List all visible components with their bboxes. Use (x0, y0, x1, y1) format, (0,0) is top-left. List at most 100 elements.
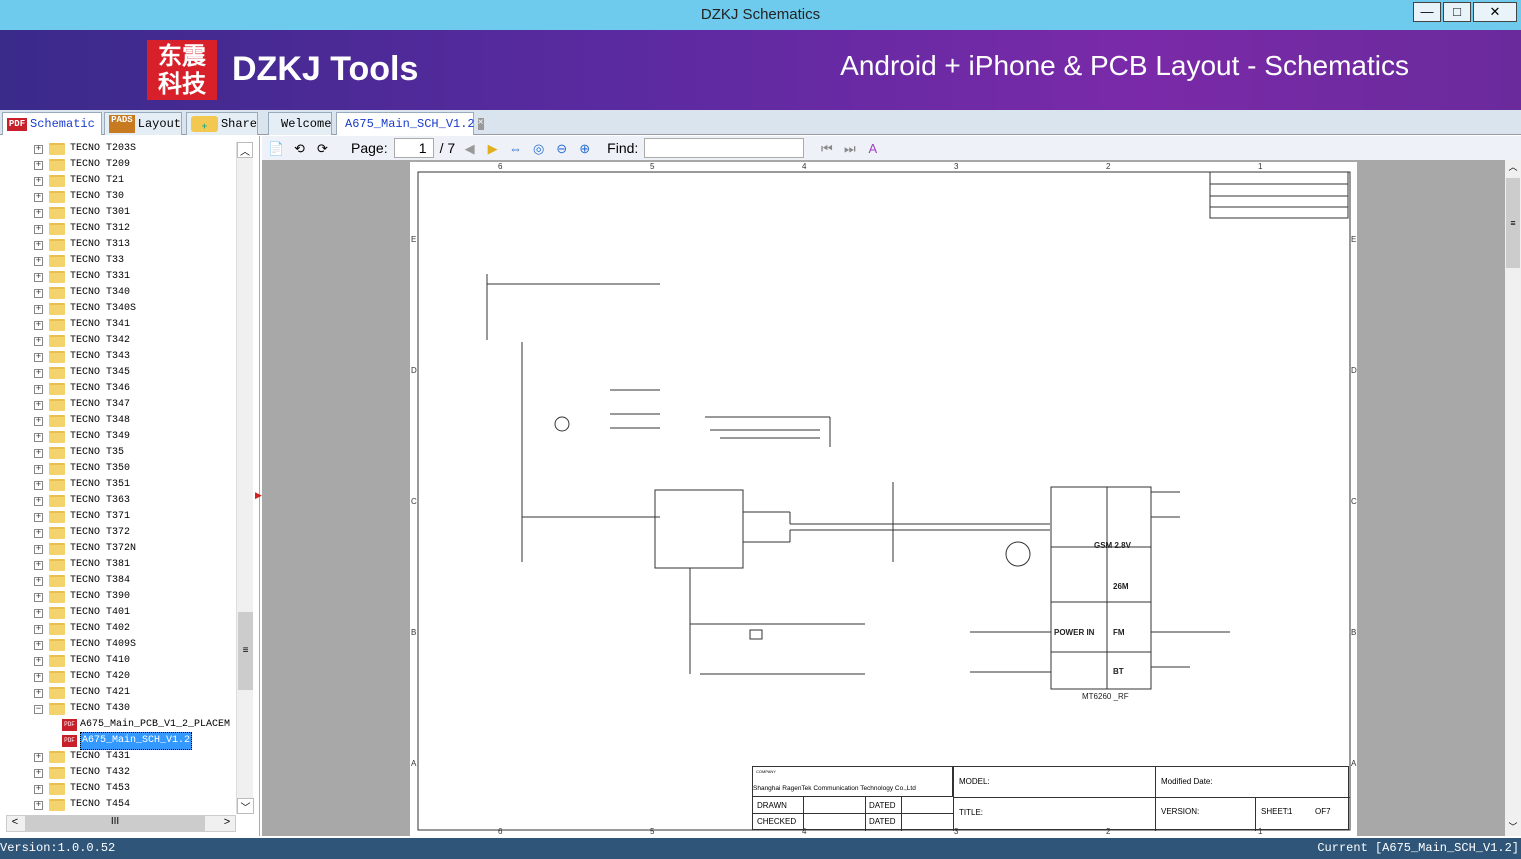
expand-icon[interactable]: + (34, 751, 43, 762)
expand-icon[interactable]: + (34, 399, 43, 410)
expand-icon[interactable]: + (34, 223, 43, 234)
tree-folder-item[interactable]: +TECNO T313 (34, 237, 130, 253)
tree-folder-item[interactable]: +TECNO T381 (34, 557, 130, 573)
rotate-left-icon[interactable]: ⟲ (294, 140, 305, 156)
tree-folder-item[interactable]: +TECNO T346 (34, 381, 130, 397)
tree-folder-item[interactable]: +TECNO T349 (34, 429, 130, 445)
tab-schematic[interactable]: PDF Schematic (2, 112, 102, 135)
expand-icon[interactable]: + (34, 671, 43, 682)
tree-folder-item[interactable]: +TECNO T401 (34, 605, 130, 621)
expand-icon[interactable]: + (34, 255, 43, 266)
expand-icon[interactable]: + (34, 495, 43, 506)
expand-icon[interactable]: + (34, 687, 43, 698)
tree-folder-item[interactable]: +TECNO T33 (34, 253, 124, 269)
expand-icon[interactable]: + (34, 527, 43, 538)
tree-folder-item[interactable]: +TECNO T21 (34, 173, 124, 189)
close-button[interactable]: ✕ (1473, 2, 1517, 22)
scroll-down-button[interactable]: ﹀ (1508, 822, 1518, 832)
expand-icon[interactable]: + (34, 607, 43, 618)
scroll-right-button[interactable]: > (223, 816, 231, 828)
tree-folder-item[interactable]: +TECNO T347 (34, 397, 130, 413)
expand-icon[interactable]: + (34, 463, 43, 474)
scroll-up-button[interactable]: ︿ (1508, 162, 1518, 172)
tree-folder-item[interactable]: +TECNO T431 (34, 749, 130, 765)
tree-folder-item[interactable]: +TECNO T203S (34, 141, 136, 157)
tree-folder-item[interactable]: +TECNO T420 (34, 669, 130, 685)
expand-icon[interactable]: + (34, 175, 43, 186)
expand-icon[interactable]: + (34, 559, 43, 570)
tree-horizontal-scrollbar[interactable]: < III > (6, 815, 236, 832)
expand-icon[interactable]: + (34, 783, 43, 794)
tree-folder-item[interactable]: +TECNO T372 (34, 525, 130, 541)
tree-folder-item[interactable]: +TECNO T372N (34, 541, 136, 557)
tree-folder-item[interactable]: +TECNO T331 (34, 269, 130, 285)
close-tab-icon[interactable]: × (477, 118, 484, 130)
page-input[interactable]: 1 (393, 138, 434, 158)
expand-icon[interactable]: + (34, 335, 43, 346)
expand-icon[interactable]: + (34, 319, 43, 330)
viewer-vertical-scrollbar[interactable]: ︿ ≡ ﹀ (1505, 160, 1521, 836)
fit-page-icon[interactable]: ◎ (533, 140, 545, 156)
tree-folder-item[interactable]: +TECNO T350 (34, 461, 130, 477)
scroll-thumb[interactable]: III (25, 816, 205, 831)
tab-layout[interactable]: PADS Layout (104, 112, 182, 135)
expand-icon[interactable]: + (34, 351, 43, 362)
collapse-icon[interactable]: − (34, 703, 43, 714)
tree-folder-item[interactable]: +TECNO T402 (34, 621, 130, 637)
tree-folder-item[interactable]: +TECNO T35 (34, 445, 124, 461)
tree-folder-item[interactable]: −TECNO T430 (34, 701, 130, 717)
expand-icon[interactable]: + (34, 575, 43, 586)
maximize-button[interactable]: □ (1443, 2, 1471, 22)
minimize-button[interactable]: — (1413, 2, 1441, 22)
tree-folder-item[interactable]: +TECNO T390 (34, 589, 130, 605)
expand-icon[interactable]: + (34, 303, 43, 314)
prev-page-icon[interactable]: ◀ (464, 140, 475, 156)
tree-folder-item[interactable]: +TECNO T340 (34, 285, 130, 301)
expand-icon[interactable]: + (34, 367, 43, 378)
tree-folder-item[interactable]: +TECNO T454 (34, 797, 130, 813)
document-viewer[interactable]: ▶ (255, 160, 1505, 836)
expand-icon[interactable]: + (34, 639, 43, 650)
tree-folder-item[interactable]: +TECNO T301 (34, 205, 130, 221)
scroll-left-button[interactable]: < (11, 816, 19, 828)
find-prev-icon[interactable]: ⏮ (820, 140, 833, 156)
expand-icon[interactable]: + (34, 287, 43, 298)
tree-folder-item[interactable]: +TECNO T312 (34, 221, 130, 237)
tree-vertical-scrollbar[interactable]: ︿ ≡ ﹀ (236, 142, 254, 814)
expand-icon[interactable]: + (34, 511, 43, 522)
expand-icon[interactable]: + (34, 207, 43, 218)
expand-icon[interactable]: + (34, 383, 43, 394)
tree-folder-item[interactable]: +TECNO T348 (34, 413, 130, 429)
tree-folder-item[interactable]: +TECNO T409S (34, 637, 136, 653)
tree-folder-item[interactable]: +TECNO T341 (34, 317, 130, 333)
tree-folder-item[interactable]: +TECNO T340S (34, 301, 136, 317)
tab-welcome[interactable]: Welcome (268, 112, 332, 135)
rotate-right-icon[interactable]: ⟳ (317, 140, 328, 156)
scroll-thumb[interactable]: ≡ (238, 612, 253, 690)
tree-folder-item[interactable]: +TECNO T351 (34, 477, 130, 493)
expand-icon[interactable]: + (34, 479, 43, 490)
expand-icon[interactable]: + (34, 143, 43, 154)
tree-folder-item[interactable]: +TECNO T342 (34, 333, 130, 349)
scroll-down-button[interactable]: ﹀ (237, 798, 254, 814)
expand-icon[interactable]: + (34, 271, 43, 282)
scroll-thumb[interactable]: ≡ (1506, 178, 1520, 268)
expand-icon[interactable]: + (34, 431, 43, 442)
expand-icon[interactable]: + (34, 767, 43, 778)
zoom-out-icon[interactable]: ⊖ (556, 140, 568, 156)
tree-folder-item[interactable]: +TECNO T453 (34, 781, 130, 797)
collapse-arrow-icon[interactable]: ▶ (255, 490, 262, 500)
single-page-icon[interactable]: 📄 (268, 140, 285, 156)
tree-folder-item[interactable]: +TECNO T371 (34, 509, 130, 525)
expand-icon[interactable]: + (34, 191, 43, 202)
scroll-up-button[interactable]: ︿ (237, 142, 253, 158)
expand-icon[interactable]: + (34, 591, 43, 602)
expand-icon[interactable]: + (34, 239, 43, 250)
tab-share[interactable]: + Share (186, 112, 258, 135)
tab-document[interactable]: A675_Main_SCH_V1.2 × (336, 112, 484, 135)
expand-icon[interactable]: + (34, 447, 43, 458)
find-next-icon[interactable]: ⏭ (843, 140, 856, 156)
expand-icon[interactable]: + (34, 655, 43, 666)
